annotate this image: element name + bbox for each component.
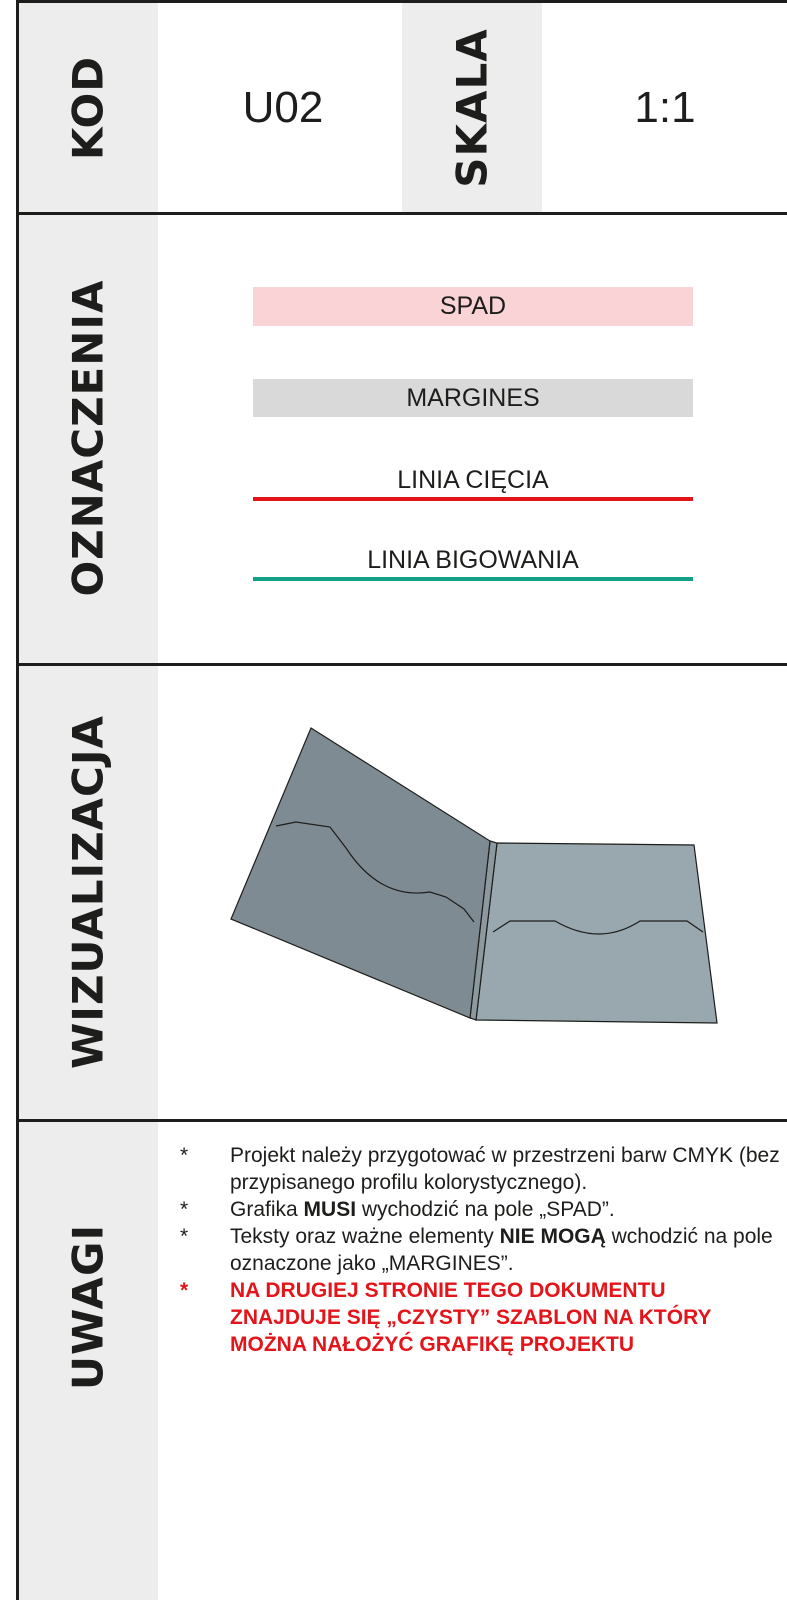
note-item-highlight: * NA DRUGIEJ STRONIE TEGO DOKUMENTU ZNAJ… [180, 1277, 780, 1358]
kod-label: KOD [63, 55, 113, 161]
note-item: * Projekt należy przygotować w przestrze… [180, 1142, 780, 1196]
note-text-pre: Grafika [230, 1198, 304, 1221]
kod-value: U02 [242, 83, 324, 132]
note-bullet: * [180, 1225, 189, 1248]
spad-swatch: SPAD [253, 287, 693, 326]
note-text-bold: MUSI [303, 1198, 357, 1221]
note-text-post: wychodzić na pole „SPAD”. [356, 1198, 615, 1221]
note-bullet: * [180, 1144, 189, 1167]
note-text-pre: Teksty oraz ważne elementy [230, 1225, 500, 1248]
note-text: NA DRUGIEJ STRONIE TEGO DOKUMENTU ZNAJDU… [230, 1279, 712, 1356]
linia-bigowania-line [253, 577, 693, 581]
uwagi-label: UWAGI [63, 1223, 113, 1391]
margines-text: MARGINES [406, 384, 540, 412]
wizualizacja-label: WIZUALIZACJA [63, 714, 113, 1070]
linia-ciecia-line [253, 497, 693, 501]
row-divider-1 [16, 212, 787, 215]
note-text-bold: NIE MOGĄ [499, 1225, 606, 1248]
note-text: Projekt należy przygotować w przestrzeni… [230, 1144, 780, 1194]
row-divider-2 [16, 663, 787, 666]
note-text-post: wchodzić na pole oznaczone jako „MARGINE… [230, 1225, 773, 1275]
oznaczenia-label: OZNACZENIA [63, 279, 113, 597]
label-column [18, 0, 158, 1600]
note-item: * Grafika MUSI wychodzić na pole „SPAD”. [180, 1196, 780, 1223]
note-bullet: * [180, 1279, 189, 1302]
notes-list: * Projekt należy przygotować w przestrze… [180, 1142, 780, 1358]
note-bullet: * [180, 1198, 189, 1221]
margines-swatch: MARGINES [253, 379, 693, 417]
skala-label: SKALA [447, 28, 497, 188]
left-border [16, 0, 19, 1600]
note-item: * Teksty oraz ważne elementy NIE MOGĄ wc… [180, 1223, 780, 1277]
folder-icon [230, 727, 718, 1024]
top-border [16, 0, 787, 3]
linia-ciecia-text: LINIA CIĘCIA [397, 466, 549, 494]
skala-value: 1:1 [634, 83, 696, 132]
linia-bigowania-text: LINIA BIGOWANIA [367, 546, 579, 574]
spad-text: SPAD [439, 292, 507, 320]
row-divider-3 [16, 1119, 787, 1122]
skala-label-cell [402, 0, 542, 213]
